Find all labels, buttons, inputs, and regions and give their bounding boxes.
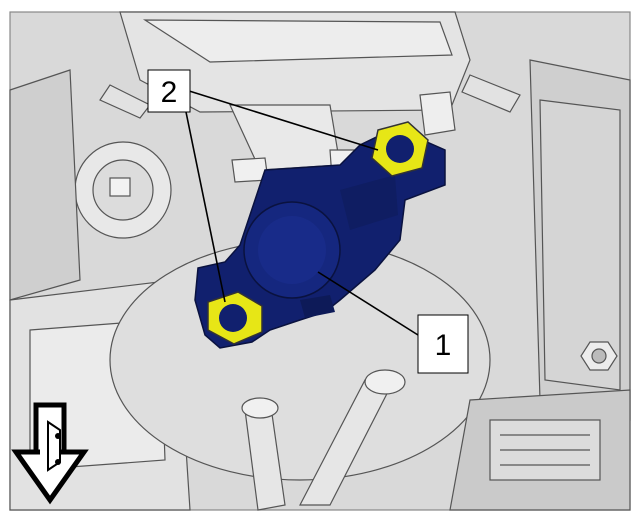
callout-2: 2 [147, 69, 191, 113]
leader-lines [185, 89, 419, 336]
bolt-2-upper [371, 121, 429, 177]
vehicle-front-down-arrow-icon [11, 402, 89, 505]
callout-1-label: 1 [435, 329, 452, 362]
callout-1: 1 [417, 314, 469, 374]
component-1-bracket [194, 127, 446, 349]
bolt-2-lower [207, 291, 263, 345]
callout-2-label: 2 [161, 76, 178, 109]
